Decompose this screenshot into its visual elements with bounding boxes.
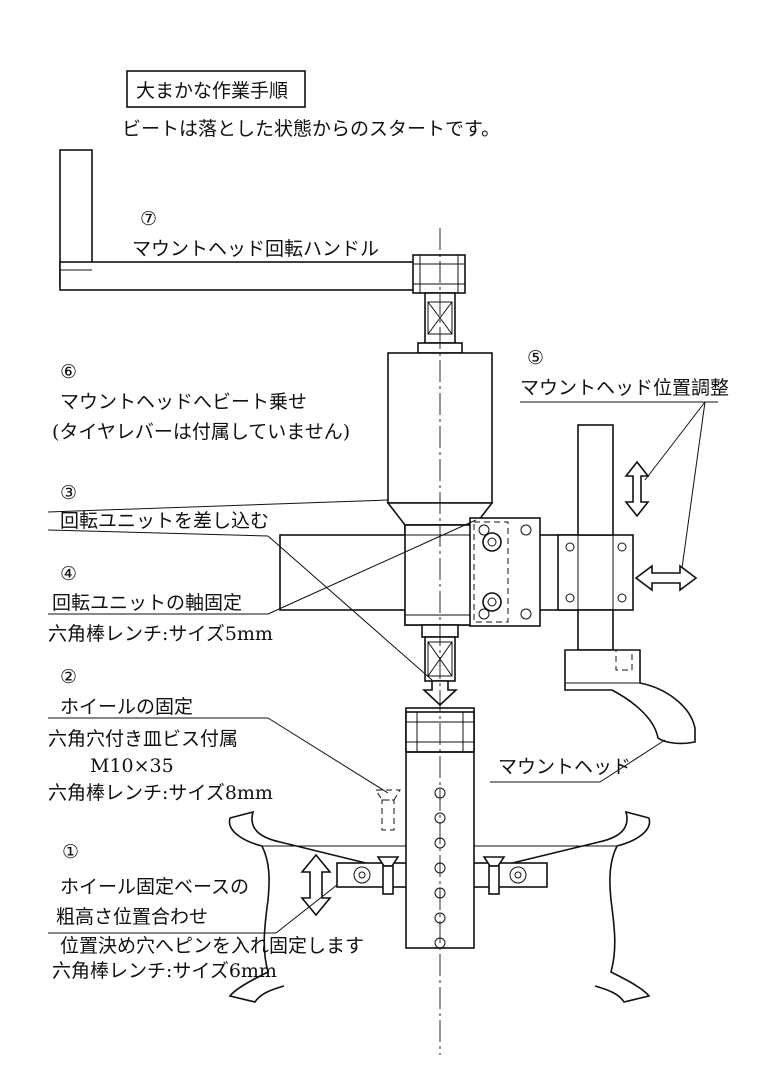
step1-num: ① — [62, 841, 79, 863]
step4-label: 回転ユニットの軸固定 — [52, 592, 242, 614]
mount-head-post — [577, 424, 614, 651]
step1-label-line1: ホイール固定ベースの — [60, 876, 249, 898]
mount-arm — [279, 524, 591, 626]
step7-label: マウントヘッド回転ハンドル — [132, 238, 379, 260]
mount-head — [564, 649, 696, 745]
subtitle-text: ビートは落とした状態からのスタートです。 — [122, 118, 500, 140]
vertical-adjust-arrow-icon — [624, 460, 650, 518]
head-position-bracket — [557, 534, 634, 611]
step7-num: ⑦ — [140, 208, 157, 230]
step1-tool: 六角棒レンチ:サイズ6mm — [52, 960, 277, 982]
horizontal-adjust-arrow-icon — [634, 564, 698, 592]
title-text: 大まかな作業手順 — [136, 80, 288, 102]
step2-part: 六角穴付き皿ビス付属 — [48, 728, 238, 750]
step2-num: ② — [60, 666, 77, 688]
step3-num: ③ — [60, 482, 77, 504]
mount-head-label: マウントヘッド — [498, 756, 631, 778]
step1-label-line2: 粗高さ位置合わせ — [56, 906, 208, 928]
step6-num: ⑥ — [60, 361, 77, 383]
step2-tool: 六角棒レンチ:サイズ8mm — [48, 782, 273, 804]
crank-handle — [59, 149, 466, 294]
countersunk-screw — [375, 789, 401, 831]
step6-label: マウントヘッドへビート乗せ — [60, 391, 307, 413]
height-adjust-arrow-icon — [300, 853, 332, 917]
step1-instruction: 位置決め穴へピンを入れ固定します — [60, 935, 364, 957]
step6-note: (タイヤレバーは付属していません) — [52, 421, 350, 443]
step2-label: ホイールの固定 — [60, 696, 193, 718]
step5-num: ⑤ — [527, 347, 544, 369]
step3-label: 回転ユニットを差し込む — [60, 510, 269, 532]
step4-tool: 六角棒レンチ:サイズ5mm — [48, 623, 273, 645]
axis-clamp-block — [469, 517, 541, 627]
wheel-rim — [228, 810, 651, 1003]
step4-num: ④ — [60, 563, 77, 585]
step5-label: マウントヘッド位置調整 — [520, 377, 729, 399]
step2-size: M10×35 — [90, 755, 174, 777]
title-box — [126, 70, 306, 108]
leader-lines — [47, 401, 718, 934]
